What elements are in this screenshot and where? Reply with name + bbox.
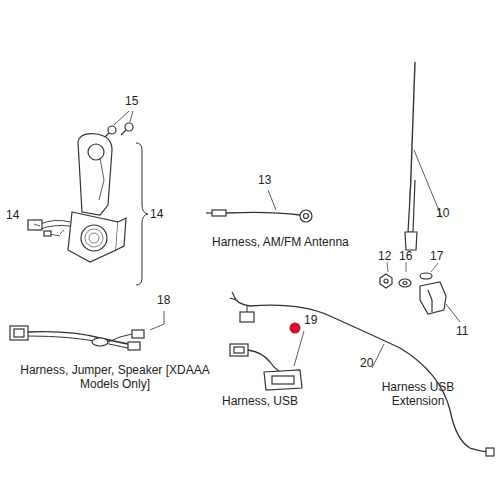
callout-number: 18 — [157, 293, 170, 307]
callout-number: 13 — [258, 173, 271, 187]
callout-number: 20 — [360, 356, 373, 370]
callout-number: 12 — [378, 249, 391, 263]
speaker-bracket — [28, 134, 148, 285]
part-name: Harness, AM/FM Antenna — [212, 235, 349, 249]
screws — [104, 111, 133, 138]
callout-number: 14 — [150, 207, 163, 221]
antenna — [405, 62, 442, 250]
antenna-mount — [380, 262, 460, 322]
part-name: Harness, Jumper, Speaker [XDAAA Models O… — [20, 363, 210, 391]
callout-number: 11 — [456, 324, 468, 338]
callout-number: 17 — [430, 249, 443, 263]
jumper-harness — [10, 311, 164, 350]
antenna-harness — [206, 190, 312, 222]
part-name: Harness USB Extension — [358, 380, 478, 408]
callout-number: 16 — [399, 249, 412, 263]
callout-number: 14 — [6, 208, 19, 222]
usb-extension-harness — [230, 292, 494, 456]
part-name: Harness, USB — [222, 394, 298, 408]
callout-number: 10 — [436, 206, 449, 220]
callout-number: 19 — [304, 313, 317, 327]
callout-number: 15 — [125, 94, 138, 108]
usb-harness — [230, 323, 304, 391]
